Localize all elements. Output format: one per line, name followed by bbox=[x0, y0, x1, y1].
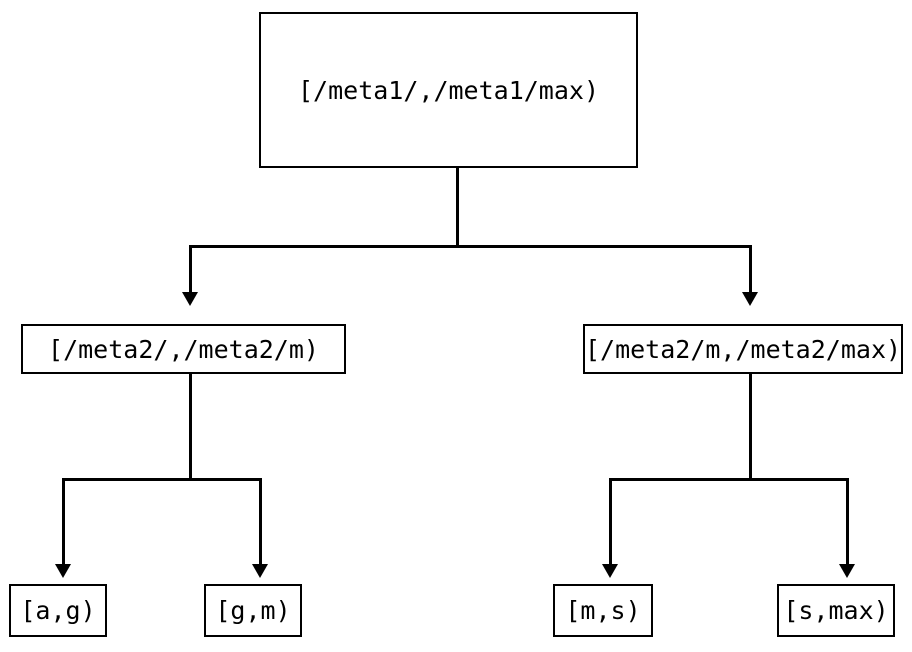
edge-root-stem bbox=[456, 168, 459, 248]
edge-root-bus bbox=[189, 245, 752, 248]
edge-root-to-mid-right bbox=[749, 245, 752, 292]
node-leaf-2[interactable]: [g,m) bbox=[204, 584, 302, 637]
node-mid-left[interactable]: [/meta2/,/meta2/m) bbox=[21, 324, 346, 374]
edge-mid-left-bus bbox=[62, 478, 262, 481]
node-root-label: [/meta1/,/meta1/max) bbox=[297, 75, 600, 105]
node-leaf-3[interactable]: [m,s) bbox=[553, 584, 653, 637]
node-leaf-1[interactable]: [a,g) bbox=[9, 584, 107, 637]
node-mid-right[interactable]: [/meta2/m,/meta2/max) bbox=[583, 324, 903, 374]
node-leaf-4-label: [s,max) bbox=[783, 596, 889, 625]
edge-root-to-mid-left bbox=[189, 245, 192, 292]
arrowhead-down-icon-leaf-2 bbox=[252, 564, 268, 578]
node-leaf-2-label: [g,m) bbox=[215, 596, 291, 625]
node-root[interactable]: [/meta1/,/meta1/max) bbox=[259, 12, 638, 168]
edge-mid-right-to-leaf-3 bbox=[609, 478, 612, 564]
edge-mid-right-stem bbox=[749, 374, 752, 480]
edge-mid-left-to-leaf-2 bbox=[259, 478, 262, 564]
arrowhead-down-icon-mid-left bbox=[182, 292, 198, 306]
arrowhead-down-icon-leaf-1 bbox=[55, 564, 71, 578]
edge-mid-left-to-leaf-1 bbox=[62, 478, 65, 564]
node-leaf-1-label: [a,g) bbox=[20, 596, 96, 625]
node-mid-right-label: [/meta2/m,/meta2/max) bbox=[584, 334, 902, 364]
arrowhead-down-icon-leaf-3 bbox=[602, 564, 618, 578]
node-leaf-3-label: [m,s) bbox=[565, 596, 641, 625]
arrowhead-down-icon-leaf-4 bbox=[839, 564, 855, 578]
edge-mid-left-stem bbox=[189, 374, 192, 480]
edge-mid-right-to-leaf-4 bbox=[846, 478, 849, 564]
arrowhead-down-icon-mid-right bbox=[742, 292, 758, 306]
node-leaf-4[interactable]: [s,max) bbox=[777, 584, 895, 637]
edge-mid-right-bus bbox=[609, 478, 849, 481]
node-mid-left-label: [/meta2/,/meta2/m) bbox=[48, 334, 319, 364]
